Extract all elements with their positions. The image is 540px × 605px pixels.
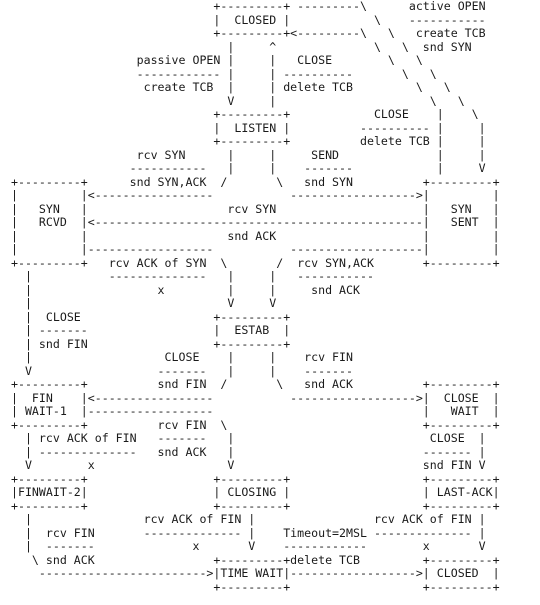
diagram-line: passive OPEN | | CLOSE \ \ <box>4 53 423 67</box>
diagram-line: | WAIT-1 |------------------ | WAIT | <box>4 404 500 418</box>
diagram-line: +---------+ +---------+ +---------+ <box>4 498 500 513</box>
diagram-line: | | snd ACK | | <box>4 228 500 243</box>
diagram-line: |FINWAIT-2| | CLOSING | | LAST-ACK| <box>4 485 500 499</box>
diagram-line: +---------+ rcv FIN \ +---------+ <box>4 417 500 432</box>
diagram-line: +---------+<---------\ \ create TCB <box>4 26 486 40</box>
diagram-line: ----------- | | ------- | V <box>4 161 486 175</box>
diagram-line: | ^ \ \ snd SYN <box>4 39 472 54</box>
diagram-line: | |<----------------- ------------------… <box>4 188 500 202</box>
diagram-line: | ------- | ESTAB | <box>4 323 291 337</box>
diagram-line: | -------------- | | ----------- <box>4 269 374 283</box>
diagram-line: | x | | snd ACK <box>4 282 360 297</box>
diagram-line: V | \ \ <box>4 93 465 108</box>
diagram-line: ------------------------>|TIME WAIT|----… <box>4 566 500 580</box>
diagram-line: +---------+ rcv ACK of SYN \ / rcv SYN,A… <box>4 255 500 270</box>
diagram-line: +---------+ CLOSE | \ <box>4 107 479 121</box>
diagram-line: | snd FIN +---------+ <box>4 336 291 351</box>
diagram-line: | CLOSED | \ ----------- <box>4 12 486 27</box>
diagram-line: | SYN | rcv SYN | SYN | <box>4 201 500 216</box>
diagram-line: \ snd ACK +---------+delete TCB +-------… <box>4 552 500 567</box>
diagram-line: | -------------- snd ACK | ------- | <box>4 444 486 459</box>
diagram-line: | CLOSE +---------+ <box>4 309 291 324</box>
diagram-line: | ------- x V ------------ x V <box>4 539 486 553</box>
diagram-line: +---------+ +---------+ <box>4 579 500 594</box>
diagram-line: | CLOSE | | rcv FIN <box>4 350 354 364</box>
diagram-line: rcv SYN | | SEND | | <box>4 147 486 162</box>
diagram-line: +---------+ delete TCB | | <box>4 134 486 148</box>
diagram-line: | rcv ACK of FIN | rcv ACK of FIN | <box>4 512 486 526</box>
ascii-art-diagram: +---------+ ---------\ active OPEN | CLO… <box>4 0 500 594</box>
diagram-line: +---------+ +---------+ +---------+ <box>4 471 500 486</box>
diagram-line: | |------------------ ------------------… <box>4 242 500 256</box>
diagram-line: V ------- | | ------- <box>4 363 354 378</box>
diagram-line: | rcv FIN -------------- | Timeout=2MSL … <box>4 525 486 540</box>
diagram-line: | LISTEN | ---------- | | <box>4 120 486 135</box>
diagram-line: ------------ | | ---------- \ \ <box>4 66 437 81</box>
diagram-line: | rcv ACK of FIN ------- | CLOSE | <box>4 431 486 445</box>
diagram-line: | FIN |<----------------- --------------… <box>4 390 500 405</box>
diagram-line: +---------+ snd FIN / \ snd ACK +-------… <box>4 377 500 391</box>
diagram-line: | V V <box>4 296 277 310</box>
diagram-line: V x V snd FIN V <box>4 458 486 472</box>
diagram-line: create TCB | | delete TCB \ \ <box>4 80 451 94</box>
diagram-line: +---------+ snd SYN,ACK / \ snd SYN +---… <box>4 174 500 189</box>
diagram-line: | RCVD |<-------------------------------… <box>4 215 500 229</box>
diagram-line: +---------+ ---------\ active OPEN <box>4 0 486 13</box>
